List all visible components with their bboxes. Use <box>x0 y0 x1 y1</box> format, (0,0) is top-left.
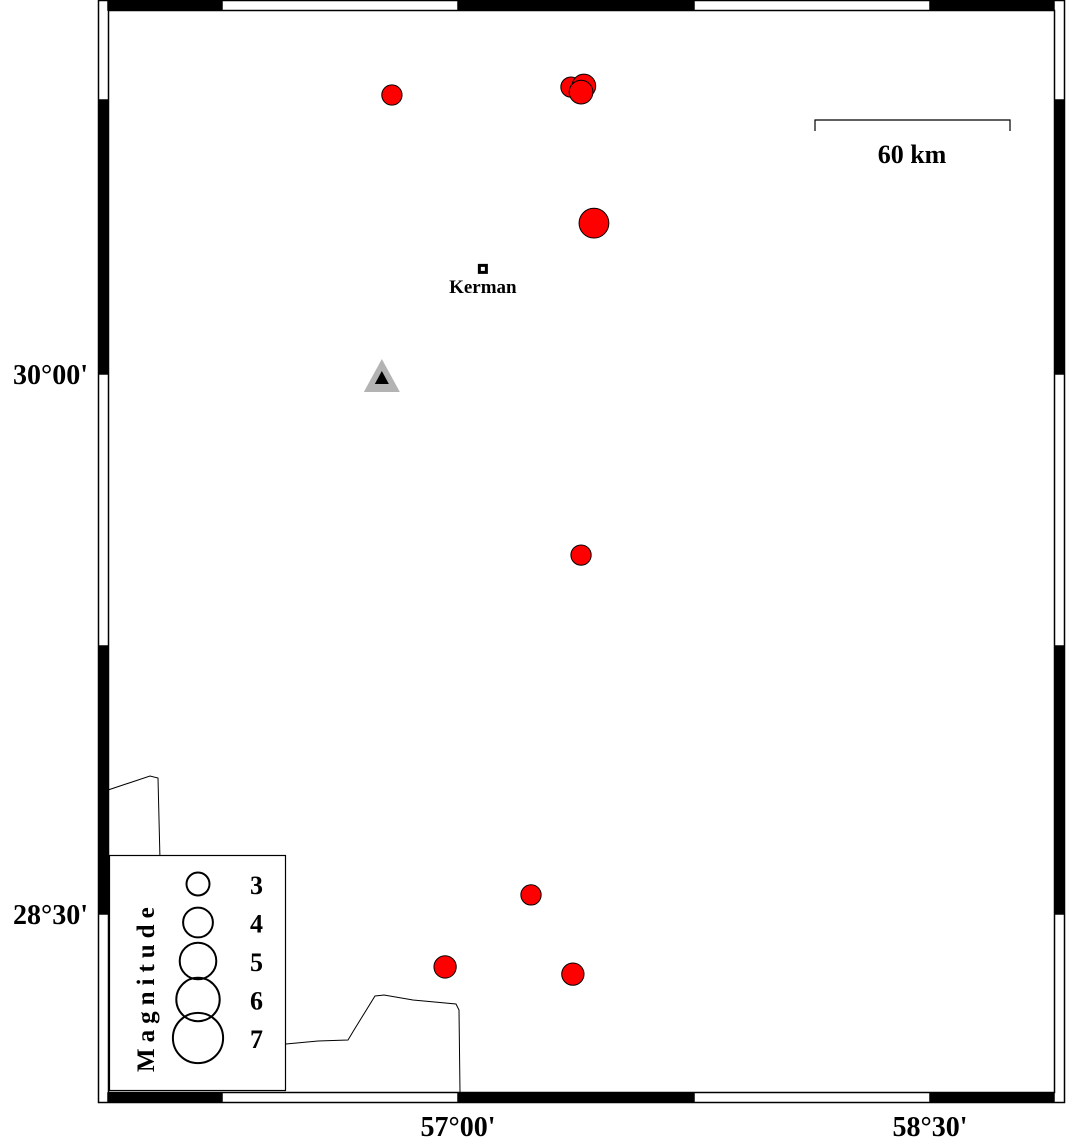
city-label: Kerman <box>449 277 517 298</box>
legend-circle-icon <box>175 976 221 1023</box>
legend-label: 3 <box>250 871 263 900</box>
legend-label: 5 <box>250 948 263 977</box>
legend-label: 7 <box>250 1025 263 1054</box>
earthquake-event <box>381 84 403 106</box>
scale-bar <box>814 119 1011 131</box>
lon-label-57: 57°00' <box>421 1112 496 1140</box>
earthquake-event <box>561 962 585 986</box>
legend-circle-icon <box>178 941 218 981</box>
border-line <box>285 994 461 1093</box>
earthquake-event <box>578 207 610 239</box>
earthquake-event <box>433 955 457 979</box>
legend: Magnitude 3 4 5 6 7 <box>108 854 287 1092</box>
earthquake-event <box>520 884 542 906</box>
border-line <box>107 775 161 861</box>
legend-label: 4 <box>250 910 263 939</box>
legend-label: 6 <box>250 987 263 1016</box>
city-square-inner <box>480 266 485 271</box>
scale-bar-label: 60 km <box>878 140 947 169</box>
lon-label-58-30: 58°30' <box>893 1112 968 1140</box>
lat-label-30: 30°00' <box>13 360 88 391</box>
earthquake-event <box>568 79 594 105</box>
lat-label-28-30: 28°30' <box>13 900 88 931</box>
legend-title: Magnitude <box>133 901 160 1072</box>
legend-circle-icon <box>171 1011 225 1065</box>
station-triangle-icon <box>363 358 400 392</box>
events-layer <box>381 73 610 986</box>
city-marker: Kerman <box>449 263 517 298</box>
earthquake-event <box>570 544 592 566</box>
legend-circle-icon <box>185 871 211 897</box>
legend-circle-icon <box>182 906 214 939</box>
